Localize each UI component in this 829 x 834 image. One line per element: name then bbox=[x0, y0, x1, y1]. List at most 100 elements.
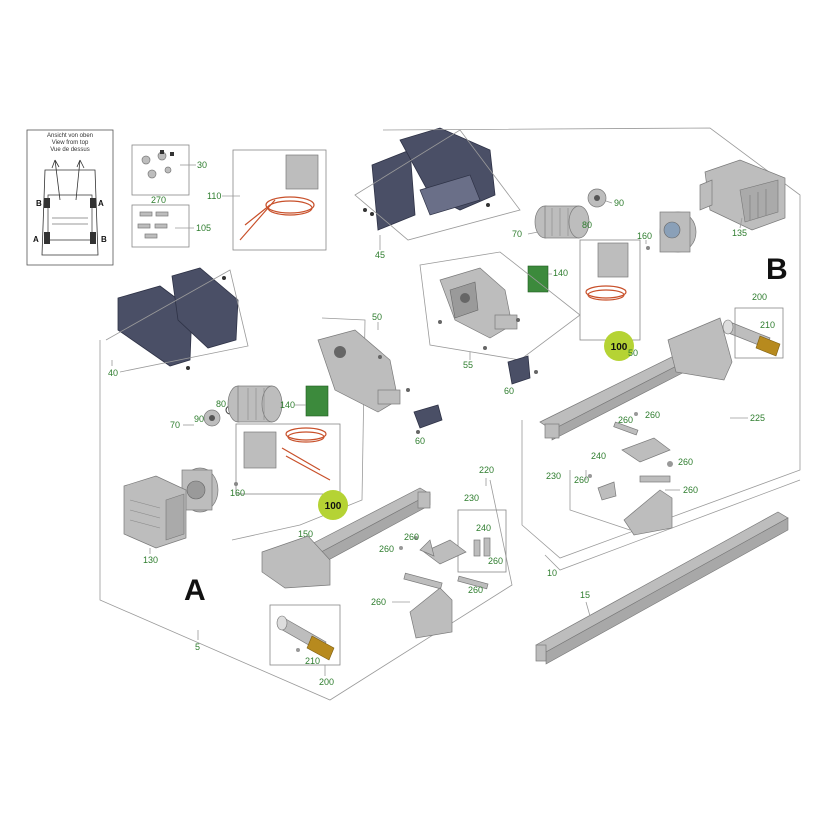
top-view-inset: Ansicht von oben View from top Vue de de… bbox=[26, 129, 114, 266]
cover-side-panel-icon bbox=[371, 149, 416, 231]
cable-coil-icon bbox=[265, 196, 315, 214]
assembly-label-a: A bbox=[184, 574, 206, 607]
part-260-r4: 260 bbox=[574, 475, 589, 485]
part-70-left: 70 bbox=[170, 420, 180, 430]
part-100-a: 100 bbox=[325, 501, 342, 512]
part-260-r1: 260 bbox=[618, 415, 633, 425]
cover-set-45: 45 bbox=[354, 127, 521, 260]
part-45: 45 bbox=[375, 250, 385, 260]
part-260-l2: 260 bbox=[379, 544, 394, 554]
inset-label-b-right: B bbox=[101, 235, 107, 244]
mount-plates-b bbox=[588, 412, 673, 536]
spindle-a-icon bbox=[276, 615, 335, 661]
box-30 bbox=[131, 144, 190, 196]
part-130: 130 bbox=[143, 555, 158, 565]
part-60-top: 60 bbox=[504, 386, 514, 396]
motor-left-icon bbox=[181, 467, 219, 513]
part-140-top: 140 bbox=[553, 268, 568, 278]
mount-plates-a bbox=[403, 539, 489, 639]
part-260-r3: 260 bbox=[678, 457, 693, 467]
spindle-b-icon bbox=[722, 319, 781, 357]
part-210-right: 210 bbox=[760, 320, 775, 330]
beam-b-icon bbox=[539, 317, 733, 441]
assembly-a-drive: 50 60 80 90 70 140 bbox=[99, 312, 513, 701]
box-110 bbox=[232, 149, 327, 251]
part-30: 30 bbox=[197, 160, 207, 170]
cover-a-hood-icon bbox=[117, 285, 193, 367]
clip-set-icon bbox=[137, 211, 169, 239]
inset-frame bbox=[26, 129, 114, 266]
board-icon bbox=[285, 154, 319, 190]
assembly-b-drive: 90 70 80 135 bbox=[382, 127, 801, 571]
part-140-left: 140 bbox=[280, 400, 295, 410]
beam-a-icon bbox=[261, 487, 431, 589]
inset-label-a-right: A bbox=[98, 199, 104, 208]
part-200-left: 200 bbox=[319, 677, 334, 687]
part-225: 225 bbox=[750, 413, 765, 423]
gearbox-50-icon bbox=[317, 329, 401, 413]
part-260-l3: 260 bbox=[404, 532, 419, 542]
gearbox-55-icon bbox=[439, 267, 518, 339]
part-260-l4: 260 bbox=[371, 597, 386, 607]
harness-100-b bbox=[579, 239, 641, 341]
highlight-100-a bbox=[318, 490, 348, 520]
inset-label-b-left: B bbox=[36, 199, 42, 208]
inset-title-en: View from top bbox=[52, 140, 89, 146]
part-150: 150 bbox=[298, 529, 313, 539]
part-50-top: 50 bbox=[628, 348, 638, 358]
part-240-left: 240 bbox=[476, 523, 491, 533]
bracket-60-icon bbox=[507, 355, 531, 385]
roller-left-icon bbox=[227, 385, 283, 423]
part-230-left: 230 bbox=[464, 493, 479, 503]
part-200-right: 200 bbox=[752, 292, 767, 302]
part-105: 105 bbox=[196, 223, 211, 233]
part-10: 10 bbox=[547, 568, 557, 578]
inset-title-de: Ansicht von oben bbox=[47, 133, 93, 139]
part-5: 5 bbox=[195, 642, 200, 652]
highlight-100-b bbox=[604, 331, 634, 361]
part-135: 135 bbox=[732, 228, 747, 238]
part-260-r2: 260 bbox=[645, 410, 660, 420]
assembly-a-frame: 150 220 230 240 260 260 260 260 260 bbox=[195, 465, 507, 687]
part-90-left: 90 bbox=[194, 414, 204, 424]
long-beam-icon bbox=[535, 511, 789, 653]
part-260-l1: 260 bbox=[488, 556, 503, 566]
long-beam-15: 15 bbox=[535, 511, 789, 665]
harness-110-group: 110 bbox=[207, 149, 327, 251]
part-70-top: 70 bbox=[512, 229, 522, 239]
part-90-top: 90 bbox=[614, 198, 624, 208]
box-105 bbox=[131, 204, 190, 248]
part-260-l2b: 260 bbox=[468, 585, 483, 595]
part-60-left: 60 bbox=[415, 436, 425, 446]
part-15: 15 bbox=[580, 590, 590, 600]
harness-100-a bbox=[235, 423, 341, 495]
part-100-b: 100 bbox=[611, 342, 628, 353]
fastener-kit-group: 30 270 105 bbox=[131, 144, 211, 248]
part-40: 40 bbox=[108, 368, 118, 378]
housing-135-icon bbox=[699, 159, 786, 231]
part-270: 270 bbox=[151, 195, 166, 205]
part-220: 220 bbox=[479, 465, 494, 475]
pcb-icon bbox=[527, 265, 549, 293]
roller-icon bbox=[534, 205, 590, 239]
inset-vehicle-sketch bbox=[41, 159, 99, 256]
inset-title-fr: Vue de dessus bbox=[50, 147, 89, 153]
pcb-left-icon bbox=[305, 385, 329, 417]
inset-label-a-left: A bbox=[33, 235, 39, 244]
part-80-top: 80 bbox=[582, 220, 592, 230]
part-210-left: 210 bbox=[305, 656, 320, 666]
screw-set-icon bbox=[141, 150, 174, 179]
part-80-left: 80 bbox=[216, 399, 226, 409]
part-240-right: 240 bbox=[591, 451, 606, 461]
cover-a-side-icon bbox=[171, 267, 239, 349]
housing-130-icon bbox=[123, 475, 187, 549]
bracket-60-left-icon bbox=[413, 404, 443, 429]
assembly-label-b: B bbox=[766, 253, 788, 286]
part-260-r5: 260 bbox=[683, 485, 698, 495]
assembly-a-cover: 40 bbox=[105, 267, 249, 378]
part-230-right: 230 bbox=[546, 471, 561, 481]
motor-icon bbox=[659, 211, 697, 253]
part-160-top: 160 bbox=[637, 231, 652, 241]
